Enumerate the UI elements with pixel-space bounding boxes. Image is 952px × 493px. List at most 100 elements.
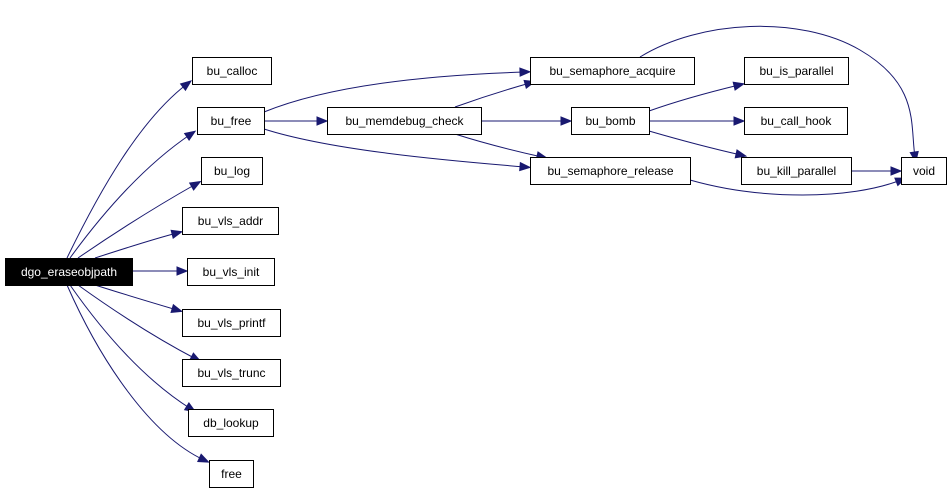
nodes-layer: dgo_eraseobjpathbu_callocbu_freebu_logbu…: [5, 57, 947, 488]
node-label: bu_semaphore_acquire: [549, 64, 675, 78]
node-bu-bomb[interactable]: bu_bomb: [571, 107, 650, 135]
edge-dgo_eraseobjpath-to-bu_vls_printf: [94, 284, 184, 313]
node-label: bu_memdebug_check: [345, 114, 464, 128]
edge-line: [66, 284, 205, 461]
node-box[interactable]: [744, 57, 849, 85]
node-box[interactable]: [5, 258, 133, 286]
arrowhead-icon: [197, 453, 210, 463]
edge-bu_free-to-bu_semaphore_release: [263, 128, 532, 172]
edge-bu_memdebug_check-to-bu_bomb: [480, 116, 573, 126]
arrowhead-icon: [519, 161, 532, 172]
node-label: bu_call_hook: [761, 114, 833, 128]
node-void[interactable]: void: [901, 157, 947, 185]
edge-line: [69, 133, 192, 259]
edge-dgo_eraseobjpath-to-bu_free: [69, 130, 197, 259]
node-box[interactable]: [182, 207, 279, 235]
edge-line: [454, 82, 531, 108]
node-box[interactable]: [188, 409, 274, 437]
node-box[interactable]: [187, 258, 275, 286]
node-label: dgo_eraseobjpath: [21, 265, 117, 279]
edge-line: [454, 133, 543, 158]
node-label: bu_bomb: [585, 114, 635, 128]
arrowhead-icon: [170, 303, 184, 313]
node-box[interactable]: [209, 460, 254, 488]
node-box[interactable]: [744, 107, 848, 135]
node-box[interactable]: [182, 309, 281, 337]
node-bu-free[interactable]: bu_free: [197, 107, 265, 135]
node-label: bu_vls_trunc: [197, 366, 265, 380]
edge-bu_semaphore_acquire-to-void: [639, 25, 919, 164]
node-free[interactable]: free: [209, 460, 254, 488]
node-label: bu_log: [214, 164, 250, 178]
node-bu-is-parallel[interactable]: bu_is_parallel: [744, 57, 849, 85]
node-bu-call-hook[interactable]: bu_call_hook: [744, 107, 848, 135]
node-box[interactable]: [530, 157, 691, 185]
node-bu-vls-addr[interactable]: bu_vls_addr: [182, 207, 279, 235]
edge-bu_kill_parallel-to-void: [850, 166, 903, 176]
edge-bu_bomb-to-bu_call_hook: [648, 116, 746, 126]
arrowhead-icon: [732, 81, 746, 91]
edge-dgo_eraseobjpath-to-bu_vls_addr: [94, 229, 184, 259]
edge-bu_free-to-bu_semaphore_acquire: [263, 67, 532, 113]
edge-dgo_eraseobjpath-to-bu_log: [77, 180, 202, 259]
node-box[interactable]: [201, 157, 263, 185]
node-label: bu_vls_addr: [198, 214, 263, 228]
edge-line: [77, 183, 197, 259]
node-box[interactable]: [741, 157, 852, 185]
node-label: bu_free: [211, 114, 252, 128]
node-label: bu_vls_printf: [197, 316, 266, 330]
node-box[interactable]: [182, 359, 281, 387]
node-bu-semaphore-release[interactable]: bu_semaphore_release: [530, 157, 691, 185]
node-box[interactable]: [901, 157, 947, 185]
edge-bu_memdebug_check-to-bu_semaphore_release: [454, 133, 549, 161]
edge-line: [94, 232, 178, 259]
edge-line: [77, 284, 197, 360]
node-box[interactable]: [530, 57, 695, 85]
edge-bu_free-to-bu_memdebug_check: [263, 116, 329, 126]
edge-line: [69, 284, 192, 410]
edge-line: [263, 128, 526, 168]
node-bu-vls-init[interactable]: bu_vls_init: [187, 258, 275, 286]
node-box[interactable]: [192, 57, 272, 85]
node-label: db_lookup: [203, 416, 259, 430]
edge-bu_bomb-to-bu_kill_parallel: [648, 130, 748, 159]
node-label: bu_is_parallel: [759, 64, 833, 78]
edge-line: [648, 84, 740, 112]
node-bu-log[interactable]: bu_log: [201, 157, 263, 185]
node-label: bu_vls_init: [203, 265, 260, 279]
edge-dgo_eraseobjpath-to-bu_vls_init: [131, 266, 189, 276]
node-label: void: [913, 164, 935, 178]
arrowhead-icon: [890, 166, 903, 176]
node-bu-semaphore-acquire[interactable]: bu_semaphore_acquire: [530, 57, 695, 85]
edge-dgo_eraseobjpath-to-free: [66, 284, 210, 463]
node-dgo-eraseobjpath[interactable]: dgo_eraseobjpath: [5, 258, 133, 286]
edge-line: [648, 130, 742, 156]
arrowhead-icon: [560, 116, 573, 126]
arrowhead-icon: [316, 116, 329, 126]
edge-line: [263, 71, 526, 113]
edge-dgo_eraseobjpath-to-bu_calloc: [66, 80, 193, 259]
node-bu-calloc[interactable]: bu_calloc: [192, 57, 272, 85]
node-db-lookup[interactable]: db_lookup: [188, 409, 274, 437]
node-bu-vls-trunc[interactable]: bu_vls_trunc: [182, 359, 281, 387]
arrowhead-icon: [179, 80, 193, 92]
node-label: bu_kill_parallel: [757, 164, 836, 178]
edge-line: [689, 179, 902, 196]
node-label: bu_semaphore_release: [547, 164, 673, 178]
node-box[interactable]: [197, 107, 265, 135]
node-bu-vls-printf[interactable]: bu_vls_printf: [182, 309, 281, 337]
arrowhead-icon: [188, 180, 202, 191]
node-box[interactable]: [327, 107, 482, 135]
node-bu-kill-parallel[interactable]: bu_kill_parallel: [741, 157, 852, 185]
arrowhead-icon: [170, 229, 184, 239]
edge-line: [66, 83, 188, 259]
node-box[interactable]: [571, 107, 650, 135]
edge-line: [639, 25, 916, 158]
edge-bu_bomb-to-bu_is_parallel: [648, 81, 746, 112]
edge-bu_memdebug_check-to-bu_semaphore_acquire: [454, 79, 537, 108]
arrowhead-icon: [176, 266, 189, 276]
node-bu-memdebug-check[interactable]: bu_memdebug_check: [327, 107, 482, 135]
edges-layer: [66, 25, 919, 463]
arrowhead-icon: [519, 67, 532, 77]
